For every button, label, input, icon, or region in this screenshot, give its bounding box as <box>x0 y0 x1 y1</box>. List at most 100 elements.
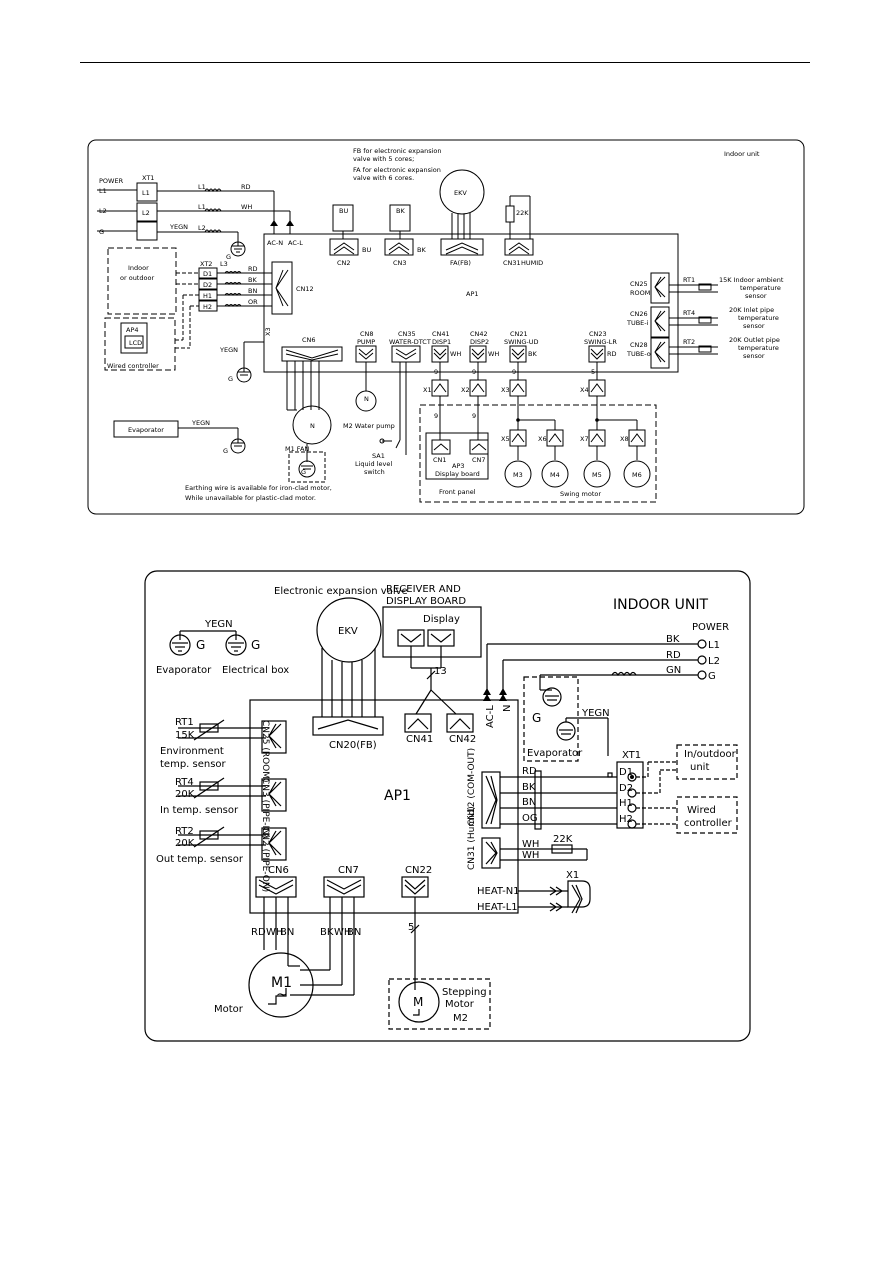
d2-l2: L2 <box>708 656 720 667</box>
d2-motor: Motor <box>214 1004 244 1015</box>
header-rule <box>80 62 810 63</box>
d1-swing-lr: SWING-LR <box>584 338 617 346</box>
d2-yegn: YEGN <box>204 619 233 630</box>
d1-bk2: BK <box>417 246 426 254</box>
d2-evap-label: Evaporator <box>527 748 583 759</box>
d1-w5: 5 <box>591 368 595 376</box>
d2-rd-wire: RD <box>522 766 537 777</box>
d2-rt1: RT1 <box>175 717 194 728</box>
d1-x4: X4 <box>580 386 589 394</box>
d2-x1: X1 <box>566 870 579 881</box>
d2-bn-m2: BN <box>347 927 361 938</box>
d1-l1: L1 <box>99 187 107 195</box>
d1-tube-i: TUBE-i <box>626 319 649 327</box>
fb-note-1: FB for electronic expansion <box>353 147 442 155</box>
d2-tilde: ~ <box>276 987 288 1003</box>
d2-g2: G <box>251 638 260 652</box>
d1-fan-n: N <box>310 422 315 430</box>
d1-x3-g: G <box>228 375 233 383</box>
d2-22k: 22K <box>553 834 573 845</box>
d1-ap1: AP1 <box>466 290 479 298</box>
d2-cn12: CN12 (COM-OUT) <box>467 748 477 826</box>
d1-w9e: 9 <box>472 412 476 420</box>
d1-m2: M2 Water pump <box>343 422 395 430</box>
d2-heat-n1: HEAT-N1 <box>477 886 520 897</box>
d1-bk: BK <box>396 207 405 215</box>
d1-l2: L2 <box>99 207 107 215</box>
d2-w5: 5 <box>408 922 414 933</box>
d1-h1: H1 <box>203 292 212 300</box>
ap1-board-2 <box>249 699 519 914</box>
d1-bu: BU <box>339 207 348 215</box>
d1-cn23: CN23 <box>589 330 607 338</box>
d1-coil-l1: L1 <box>198 183 206 191</box>
d1-rt2: RT2 <box>683 338 695 346</box>
d2-heat-l1: HEAT-L1 <box>477 902 518 913</box>
d1-w9c: 9 <box>512 368 516 376</box>
d1-cn2: CN2 <box>337 259 351 267</box>
d1-g: G <box>99 228 104 236</box>
d1-indoor: Indoor <box>128 264 149 272</box>
d1-w9d: 9 <box>434 412 438 420</box>
d2-cn20: CN20(FB) <box>329 740 377 751</box>
d2-ap1: AP1 <box>384 788 411 804</box>
d1-disp1-wh: WH <box>450 350 461 358</box>
d1-evap-g: G <box>223 447 228 455</box>
d1-x5: X5 <box>501 435 510 443</box>
d1-s2b: temperature <box>738 314 779 322</box>
diagram2-frame <box>144 570 751 1042</box>
d1-switch: switch <box>364 468 385 476</box>
d2-wh-m2: WH <box>334 927 351 938</box>
d1-cn3: CN3 <box>393 259 407 267</box>
d1-xt2-bk: BK <box>248 276 257 284</box>
d1-lr-rd: RD <box>607 350 617 358</box>
d2-bk-wire: BK <box>522 782 536 793</box>
d1-m4: M4 <box>550 471 560 479</box>
d1-ground-g: G <box>226 253 231 261</box>
d1-fb-note: FB for electronic expansion valve with 5… <box>353 147 442 182</box>
d1-cn6: CN6 <box>302 336 316 344</box>
d1-earth-note-1: Earthing wire is available for iron-clad… <box>185 484 332 492</box>
d1-x8: X8 <box>620 435 629 443</box>
d1-x7: X7 <box>580 435 589 443</box>
d1-wire-wh: WH <box>241 203 252 211</box>
d1-xt2: XT2 <box>200 260 212 268</box>
d2-wh2: WH <box>522 850 539 861</box>
d1-s2a: 20K Inlet pipe <box>729 306 774 314</box>
d1-ap4: AP4 <box>126 326 139 334</box>
d1-l3: L3 <box>220 260 228 268</box>
d2-electrical-box: Electrical box <box>222 665 289 676</box>
d1-water-dtct: WATER-DTCT <box>389 338 431 346</box>
d2-wh1: WH <box>522 839 539 850</box>
fb-note-4: valve with 6 cores. <box>353 174 414 182</box>
d1-or-outdoor: or outdoor <box>120 274 154 282</box>
d2-d1: D1 <box>619 767 633 778</box>
fb-note-2: valve with 5 cores; <box>353 155 414 163</box>
d2-xt1: XT1 <box>622 750 641 761</box>
d1-x6: X6 <box>538 435 547 443</box>
d1-22k: 22K <box>516 209 529 217</box>
d2-13: 13 <box>434 666 447 677</box>
d2-ekv: EKV <box>338 626 358 637</box>
d1-s3b: temperature <box>738 344 779 352</box>
d1-m5: M5 <box>592 471 602 479</box>
d2-acl: AC-L <box>485 705 496 728</box>
d2-receiver-2: DISPLAY BOARD <box>386 596 466 607</box>
d1-acn: AC-N <box>267 239 283 247</box>
d2-title: INDOOR UNIT <box>613 597 708 613</box>
d1-cn26: CN26 <box>630 310 648 318</box>
d2-cn7: CN7 <box>338 865 359 876</box>
d1-h2: H2 <box>203 303 212 311</box>
d1-cn7: CN7 <box>472 456 486 464</box>
d2-cn31: CN31 (Humid) <box>467 806 477 870</box>
d2-cn3: CN3 (PIPE-IN) <box>260 778 270 838</box>
d2-evaporator: Evaporator <box>156 665 212 676</box>
d1-swing-motor: Swing motor <box>560 490 601 498</box>
d1-s1b: temperature <box>740 284 781 292</box>
d2-receiver-1: RECEIVER AND <box>386 584 461 595</box>
d1-coil-l2: L2 <box>198 224 206 232</box>
d1-lcd: LCD <box>129 339 142 347</box>
xt1-l1 <box>136 182 158 202</box>
d1-ud-bk: BK <box>528 350 537 358</box>
